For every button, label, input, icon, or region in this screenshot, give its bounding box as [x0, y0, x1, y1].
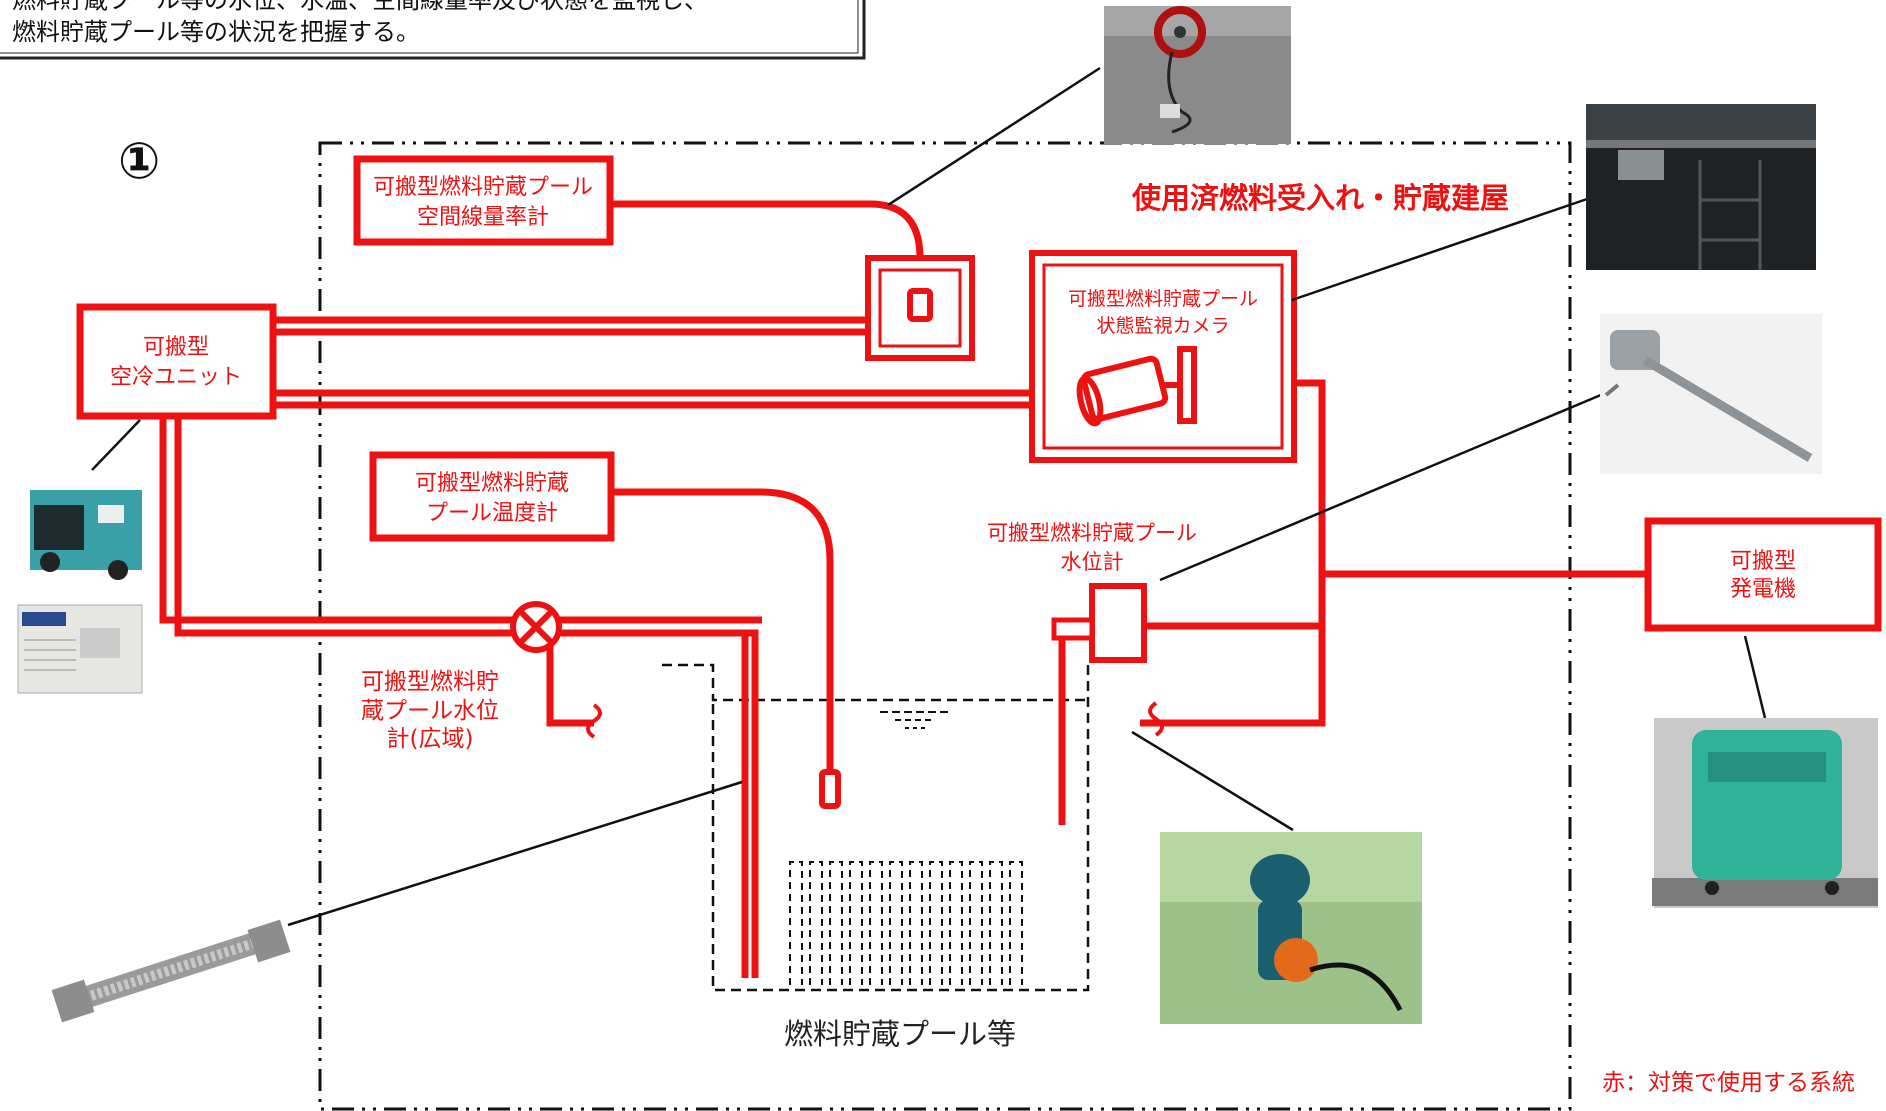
legend-text: 赤：対策で使用する系統 [1602, 1070, 1855, 1096]
water-surface-mark [880, 711, 950, 729]
dose-meter-label-1: 可搬型燃料貯蔵プール [373, 175, 593, 200]
chiller-photo [17, 604, 143, 694]
cooling-unit-box: 可搬型 空冷ユニット [76, 303, 277, 420]
wide-level-label-1: 可搬型燃料貯 [361, 669, 499, 695]
building-boundary [318, 141, 1572, 1111]
fuel-rack [869, 861, 883, 985]
level-meter-label-2: 水位計 [1061, 550, 1124, 574]
generator-box: 可搬型 発電機 [1644, 517, 1882, 632]
wide-level-label-3: 計(広域) [387, 726, 474, 752]
fuel-rack [989, 861, 1003, 985]
level-meter-box [1051, 583, 1147, 663]
camera-photo [1586, 104, 1816, 270]
fuel-rack [929, 861, 943, 985]
cooling-unit-label-2: 空冷ユニット [110, 365, 242, 390]
dose-meter-label-2: 空間線量率計 [417, 205, 549, 230]
fuel-rack [889, 861, 903, 985]
thermometer-photo [1600, 314, 1822, 474]
fuel-rack [1009, 861, 1023, 985]
fuel-rack [909, 861, 923, 985]
dose-meter-housing [865, 255, 975, 361]
diagram-number: ① [118, 132, 160, 190]
dose-meter-box: 可搬型燃料貯蔵プール 空間線量率計 [353, 155, 614, 246]
compressor-photo [30, 490, 142, 580]
level-tip-symbol [1148, 701, 1164, 737]
level-meter-label-1: 可搬型燃料貯蔵プール [987, 521, 1197, 545]
fuel-rack [969, 861, 983, 985]
fuel-rack [789, 861, 803, 985]
temperature-label-2: プール温度計 [426, 501, 558, 526]
temperature-label-1: 可搬型燃料貯蔵 [415, 471, 569, 496]
generator-photo [1652, 718, 1878, 908]
camera-housing: 可搬型燃料貯蔵プール 状態監視カメラ [1029, 250, 1297, 463]
temperature-box: 可搬型燃料貯蔵 プール温度計 [369, 451, 615, 542]
camera-label-2: 状態監視カメラ [1096, 315, 1229, 337]
generator-label-2: 発電機 [1730, 577, 1796, 602]
leader-lines [91, 66, 1767, 927]
fuel-rack [849, 861, 863, 985]
fuel-rack [809, 861, 823, 985]
temperature-probe-tip [819, 769, 841, 809]
camera-label-1: 可搬型燃料貯蔵プール [1068, 288, 1258, 310]
dose-meter-cable [612, 200, 924, 292]
camera-icon [1076, 346, 1197, 427]
fuel-rack [949, 861, 963, 985]
fuel-pool [662, 663, 1090, 992]
fuel-rack [829, 861, 843, 985]
cable-reel-photo [1104, 6, 1291, 144]
cooling-unit-label-1: 可搬型 [143, 335, 209, 360]
header-line-1: 燃料貯蔵プール等の水位、水温、空間線量率及び状態を監視し、 [12, 0, 708, 14]
level-sensor-photo [1160, 832, 1422, 1024]
generator-label-1: 可搬型 [1730, 549, 1796, 574]
flexible-hose-photo [51, 919, 291, 1023]
fuel-racks [789, 861, 1023, 985]
header-line-2: 燃料貯蔵プール等の状況を把握する。 [12, 18, 420, 46]
wide-level-tip-symbol [586, 703, 602, 739]
wide-level-label-2: 蔵プール水位 [361, 698, 499, 724]
building-label: 使用済燃料受入れ・貯蔵建屋 [1131, 181, 1509, 215]
pool-label: 燃料貯蔵プール等 [784, 1017, 1016, 1051]
valve-symbol [510, 601, 562, 653]
header-box: 燃料貯蔵プール等の水位、水温、空間線量率及び状態を監視し、 燃料貯蔵プール等の状… [0, 0, 866, 60]
